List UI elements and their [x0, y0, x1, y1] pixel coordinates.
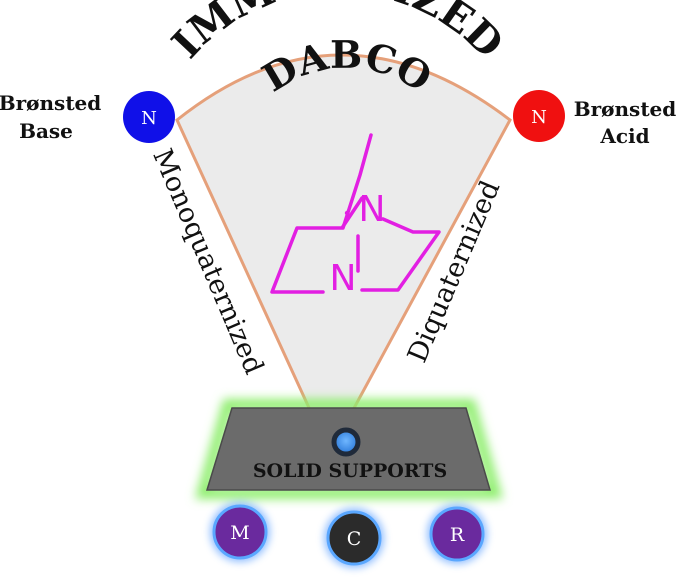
support-glow — [195, 399, 503, 499]
bronsted-acid-label-line1: Brønsted — [574, 97, 677, 121]
dabco-nitrogen-bottom: N — [330, 258, 357, 299]
solid-supports-label: SOLID SUPPORTS — [253, 460, 447, 482]
bronsted-acid-node-letter: N — [531, 107, 547, 128]
support-anchor-dot — [331, 427, 361, 457]
bronsted-base-label-line1: Brønsted — [0, 91, 101, 115]
bronsted-acid-node — [513, 90, 565, 142]
bronsted-base-node-letter: N — [141, 108, 157, 129]
bronsted-base-node — [123, 91, 175, 143]
bronsted-base-label-line2: Base — [19, 119, 73, 143]
bubble-r-letter: R — [450, 524, 465, 546]
dabco-lone-pair-dot — [344, 210, 350, 216]
bubble-r: R — [427, 504, 487, 564]
fan-sector — [175, 53, 512, 412]
bubble-c-letter: C — [347, 528, 362, 550]
dabco-structure — [270, 133, 441, 294]
bronsted-acid-label-line2: Acid — [599, 124, 649, 148]
bubble-m: M — [210, 502, 270, 562]
dabco-nitrogen-top: N — [359, 189, 386, 230]
bubble-m-letter: M — [230, 522, 249, 544]
bubble-c: C — [324, 508, 384, 568]
